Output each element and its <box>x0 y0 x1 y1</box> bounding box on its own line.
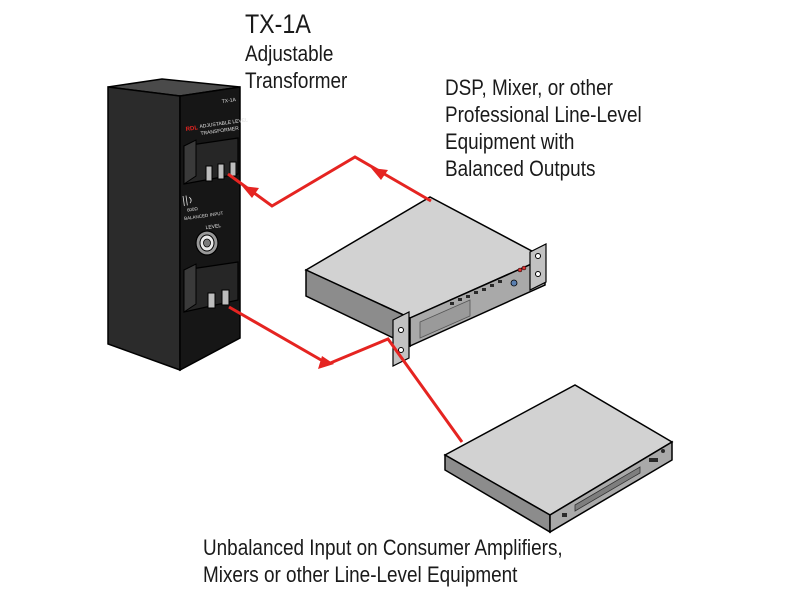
module-impedance: 600Ω <box>187 206 199 213</box>
input-terminal-block <box>183 137 239 185</box>
disc-tray <box>574 466 641 512</box>
product-title-label: TX-1A Adjustable Transformer <box>245 8 347 94</box>
module-model-small: TX-1A <box>221 97 237 105</box>
product-model: TX-1A <box>245 9 311 39</box>
rack-ear-right <box>529 243 547 291</box>
input-cable <box>227 155 432 208</box>
signal-arrow-icon <box>242 186 259 198</box>
output-cable <box>228 305 464 443</box>
module-brand: RDL <box>185 125 198 133</box>
transformer-symbol-icon <box>182 195 192 206</box>
rack-led-row <box>450 280 502 305</box>
signal-arrow-icon <box>371 168 388 180</box>
source-line4: Balanced Outputs <box>445 156 596 181</box>
source-equipment-label: DSP, Mixer, or other Professional Line-L… <box>445 74 642 182</box>
destination-line1: Unbalanced Input on Consumer Amplifiers, <box>203 535 563 560</box>
tx1a-module: RDL ADJUSTABLE LEVEL TRANSFORMER TX-1A <box>107 78 249 372</box>
product-desc-line1: Adjustable <box>245 41 334 66</box>
rack-processor <box>304 196 547 367</box>
destination-equipment-label: Unbalanced Input on Consumer Amplifiers,… <box>203 534 563 588</box>
output-terminal-block <box>183 261 239 313</box>
destination-line2: Mixers or other Line-Level Equipment <box>203 562 518 587</box>
source-line1: DSP, Mixer, or other <box>445 75 613 100</box>
module-side-face <box>107 86 181 372</box>
module-name-line2: TRANSFORMER <box>200 126 239 137</box>
consumer-amplifier <box>443 384 674 534</box>
source-line3: Equipment with <box>445 129 575 154</box>
module-input-label: INPUT <box>210 211 224 218</box>
module-balanced-label: BALANCED <box>184 213 209 221</box>
consumer-top-face <box>443 384 674 516</box>
product-desc-line2: Transformer <box>245 68 348 93</box>
source-line2: Professional Line-Level <box>445 102 642 127</box>
level-knob-icon <box>195 230 219 256</box>
signal-arrow-icon <box>318 356 334 369</box>
module-level-label: LEVEL <box>205 223 221 231</box>
